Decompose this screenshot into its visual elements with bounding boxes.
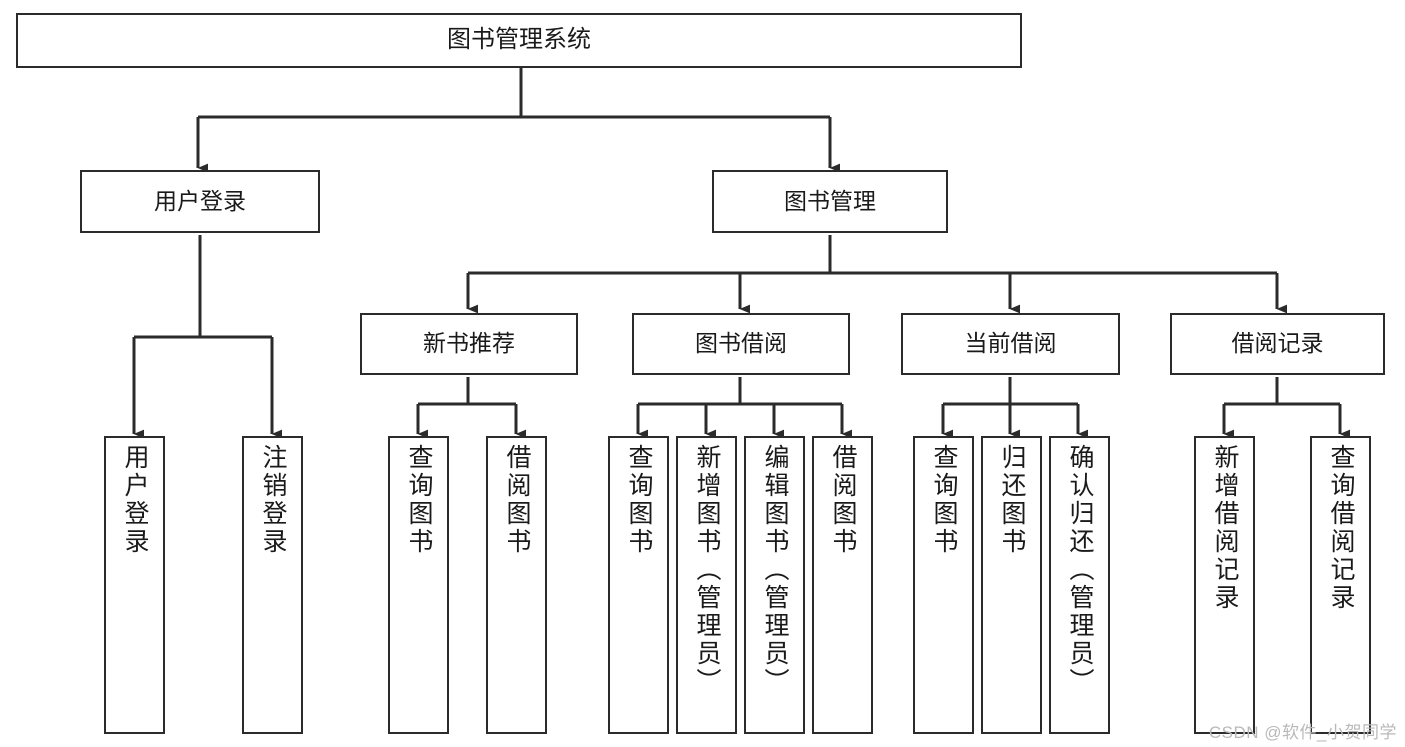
node-root-system[interactable]: 图书管理系统 bbox=[16, 13, 1022, 68]
leaf-query-borrow-record[interactable]: 查询借阅记录 bbox=[1310, 436, 1371, 734]
node-label: 查询图书 bbox=[930, 444, 958, 556]
leaf-borrow-book[interactable]: 借阅图书 bbox=[812, 436, 873, 734]
node-label: 借阅记录 bbox=[1231, 330, 1324, 357]
node-label: 借阅图书 bbox=[829, 444, 857, 556]
node-label: 新增借阅记录 bbox=[1211, 444, 1239, 612]
leaf-edit-book-admin[interactable]: 编辑图书（管理员） bbox=[744, 436, 805, 734]
node-label: 用户登录 bbox=[121, 444, 149, 556]
leaf-user-login[interactable]: 用户登录 bbox=[104, 436, 165, 734]
node-label: 注销登录 bbox=[259, 444, 287, 556]
node-label: 确认归还（管理员） bbox=[1066, 444, 1094, 696]
node-current-borrow[interactable]: 当前借阅 bbox=[901, 313, 1120, 375]
node-label: 借阅图书 bbox=[503, 444, 531, 556]
node-label: 查询图书 bbox=[405, 444, 433, 556]
node-label: 归还图书 bbox=[998, 444, 1026, 556]
leaf-return-book[interactable]: 归还图书 bbox=[981, 436, 1042, 734]
leaf-query-book-borrow[interactable]: 查询图书 bbox=[608, 436, 669, 734]
node-label: 图书借阅 bbox=[695, 330, 787, 357]
leaf-add-borrow-record[interactable]: 新增借阅记录 bbox=[1194, 436, 1255, 734]
node-label: 查询图书 bbox=[625, 444, 653, 556]
leaf-query-book-current[interactable]: 查询图书 bbox=[913, 436, 974, 734]
node-user-login[interactable]: 用户登录 bbox=[80, 170, 320, 233]
leaf-user-logout[interactable]: 注销登录 bbox=[242, 436, 303, 734]
node-label: 查询借阅记录 bbox=[1327, 444, 1355, 612]
node-new-book-recommend[interactable]: 新书推荐 bbox=[360, 313, 578, 375]
leaf-confirm-return-admin[interactable]: 确认归还（管理员） bbox=[1049, 436, 1110, 734]
node-borrow-records[interactable]: 借阅记录 bbox=[1170, 313, 1385, 375]
node-label: 图书管理系统 bbox=[447, 26, 591, 54]
node-label: 编辑图书（管理员） bbox=[761, 444, 789, 696]
leaf-add-book-admin[interactable]: 新增图书（管理员） bbox=[676, 436, 737, 734]
node-label: 用户登录 bbox=[154, 187, 246, 214]
node-book-management[interactable]: 图书管理 bbox=[712, 170, 948, 233]
watermark-text: CSDN @软件_小贺同学 bbox=[1208, 723, 1397, 742]
node-label: 新书推荐 bbox=[423, 330, 515, 357]
node-label: 图书管理 bbox=[784, 187, 876, 214]
node-label: 新增图书（管理员） bbox=[693, 444, 721, 696]
node-book-borrow[interactable]: 图书借阅 bbox=[632, 313, 850, 375]
node-label: 当前借阅 bbox=[964, 330, 1057, 357]
leaf-query-book-recommend[interactable]: 查询图书 bbox=[388, 436, 449, 734]
leaf-borrow-book-recommend[interactable]: 借阅图书 bbox=[486, 436, 547, 734]
